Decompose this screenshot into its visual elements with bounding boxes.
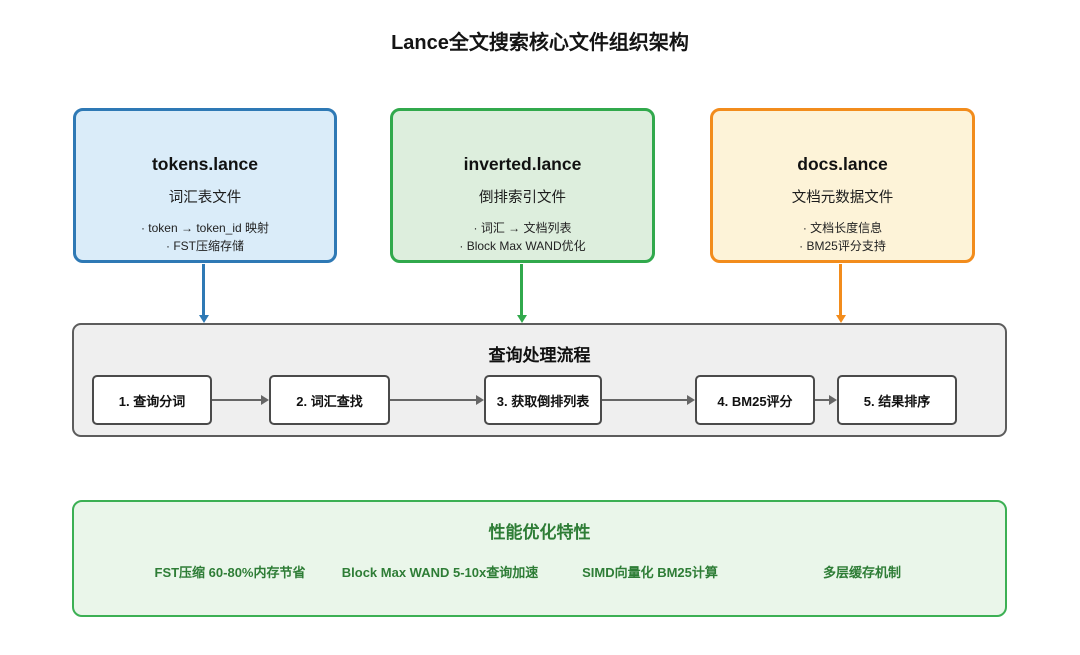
down-arrow-tokens	[198, 264, 209, 323]
file-box-tokens-bullets: · token → token_id 映射 · FST压缩存储	[141, 219, 269, 255]
flow-step-4: 4. BM25评分	[695, 375, 815, 425]
down-arrow-inverted	[516, 264, 527, 323]
bullet-item: · 词汇 → 文档列表	[473, 221, 572, 235]
performance-item-cache: 多层缓存机制	[822, 565, 902, 580]
flow-step-3: 3. 获取倒排列表	[484, 375, 602, 425]
flow-step-5: 5. 结果排序	[837, 375, 957, 425]
down-arrow-docs	[835, 264, 846, 323]
query-flow-panel: 查询处理流程 1. 查询分词 2. 词汇查找 3. 获取倒排列表 4. BM25…	[72, 323, 1007, 437]
bullet-item: · 文档长度信息	[802, 221, 883, 235]
bullet-item: · Block Max WAND优化	[459, 239, 586, 253]
bullet-item: · token → token_id 映射	[140, 221, 270, 235]
file-box-inverted-bullets: · 词汇 → 文档列表 · Block Max WAND优化	[459, 219, 585, 255]
bullet-item: · BM25评分支持	[799, 239, 886, 253]
flow-step-2: 2. 词汇查找	[269, 375, 390, 425]
file-box-docs: docs.lance 文档元数据文件 · 文档长度信息 · BM25评分支持	[710, 108, 975, 263]
performance-item-simd: SIMD向量化 BM25计算	[582, 565, 718, 580]
right-arrow-4	[815, 395, 837, 405]
performance-item-fst: FST压缩 60-80%内存节省	[154, 565, 306, 580]
query-flow-title: 查询处理流程	[488, 346, 591, 365]
bullet-item: · FST压缩存储	[166, 239, 244, 253]
page-title: Lance全文搜索核心文件组织架构	[391, 32, 689, 54]
file-box-inverted: inverted.lance 倒排索引文件 · 词汇 → 文档列表 · Bloc…	[390, 108, 655, 263]
performance-item-wand: Block Max WAND 5-10x查询加速	[341, 565, 539, 580]
file-box-inverted-title: inverted.lance	[463, 154, 582, 174]
performance-title: 性能优化特性	[488, 523, 591, 542]
flow-step-1: 1. 查询分词	[92, 375, 212, 425]
right-arrow-3	[602, 395, 695, 405]
file-box-docs-title: docs.lance	[797, 154, 888, 174]
file-box-docs-subtitle: 文档元数据文件	[791, 190, 894, 206]
file-box-docs-bullets: · 文档长度信息 · BM25评分支持	[799, 219, 886, 255]
file-box-tokens-subtitle: 词汇表文件	[168, 190, 242, 206]
file-box-tokens: tokens.lance 词汇表文件 · token → token_id 映射…	[73, 108, 337, 263]
file-box-tokens-title: tokens.lance	[151, 154, 259, 174]
right-arrow-1	[212, 395, 269, 405]
file-box-inverted-subtitle: 倒排索引文件	[479, 190, 566, 206]
right-arrow-2	[390, 395, 484, 405]
performance-panel: 性能优化特性 FST压缩 60-80%内存节省 Block Max WAND 5…	[72, 500, 1007, 617]
